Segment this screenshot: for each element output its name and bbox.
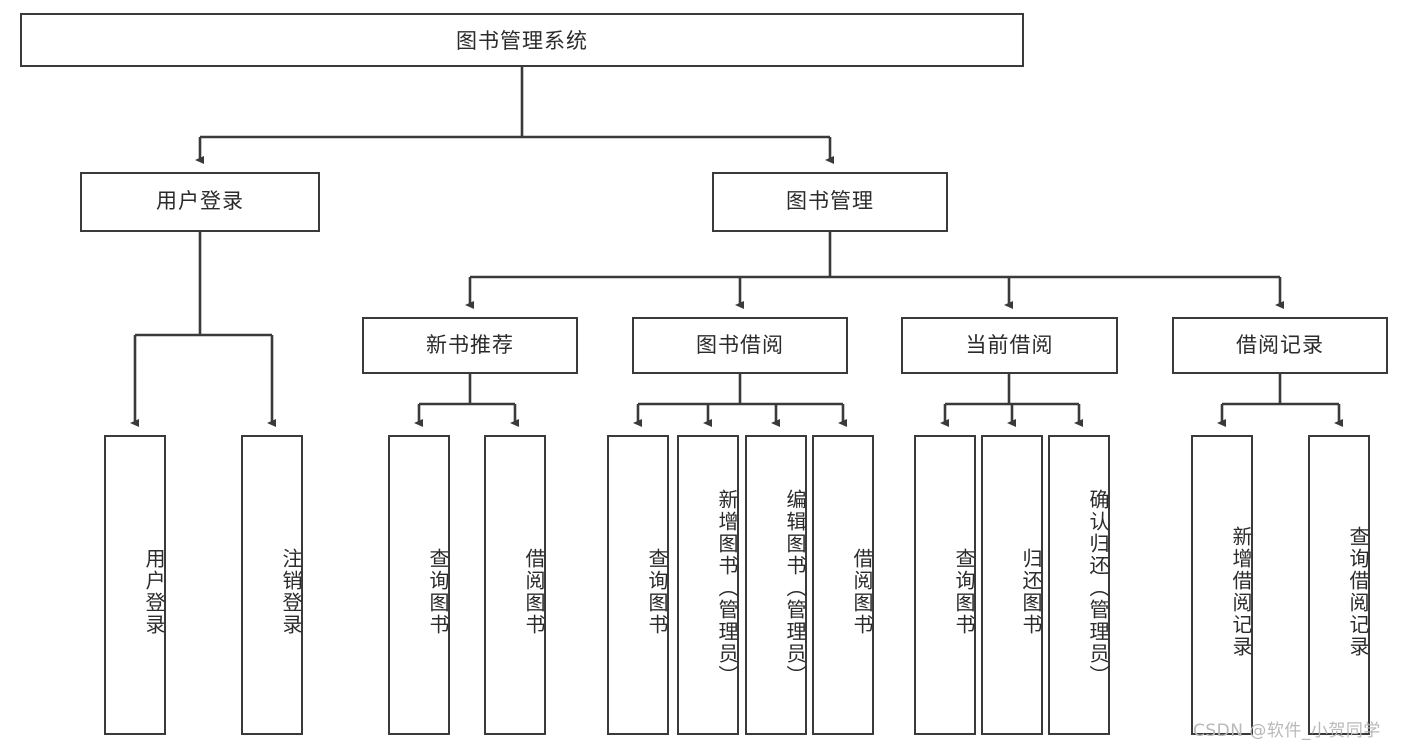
node-leaf-add-borrow-record[interactable]: 新增借阅记录	[1191, 435, 1253, 735]
node-leaf-edit-book-admin[interactable]: 编辑图书（管理员）	[745, 435, 807, 735]
node-book-borrow[interactable]: 图书借阅	[632, 317, 848, 374]
node-borrow-record[interactable]: 借阅记录	[1172, 317, 1388, 374]
node-leaf-confirm-return-admin[interactable]: 确认归还（管理员）	[1048, 435, 1110, 735]
node-user-login[interactable]: 用户登录	[80, 172, 320, 232]
node-root-system[interactable]: 图书管理系统	[20, 13, 1024, 67]
node-book-manage[interactable]: 图书管理	[712, 172, 948, 232]
node-leaf-query-borrow-record[interactable]: 查询借阅记录	[1308, 435, 1370, 735]
node-leaf-query-book-3[interactable]: 查询图书	[914, 435, 976, 735]
node-current-borrow[interactable]: 当前借阅	[901, 317, 1118, 374]
node-leaf-query-book-1[interactable]: 查询图书	[388, 435, 450, 735]
node-leaf-user-login[interactable]: 用户登录	[104, 435, 166, 735]
node-leaf-borrow-book-1[interactable]: 借阅图书	[484, 435, 546, 735]
node-new-book-recommend[interactable]: 新书推荐	[362, 317, 578, 374]
node-leaf-logout-login[interactable]: 注销登录	[241, 435, 303, 735]
node-leaf-return-book[interactable]: 归还图书	[981, 435, 1043, 735]
node-leaf-query-book-2[interactable]: 查询图书	[607, 435, 669, 735]
csdn-watermark: CSDN @软件_小贺同学	[1193, 721, 1381, 741]
node-leaf-borrow-book-2[interactable]: 借阅图书	[812, 435, 874, 735]
node-leaf-add-book-admin[interactable]: 新增图书（管理员）	[677, 435, 739, 735]
